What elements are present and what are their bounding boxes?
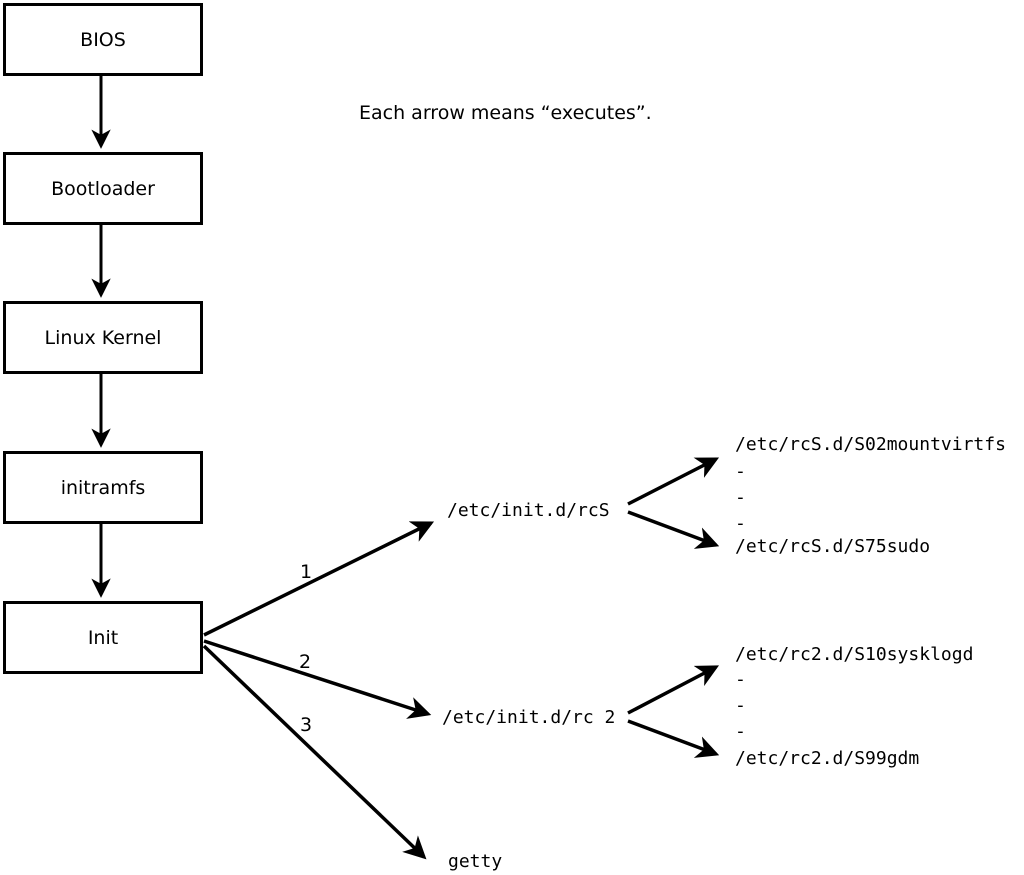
label-getty: getty (448, 851, 503, 872)
rcs-ellipsis: - - - (735, 461, 746, 534)
label-etc-init-d-rcs: /etc/init.d/rcS (447, 500, 610, 521)
box-initramfs: initramfs (3, 451, 203, 524)
box-linux-kernel: Linux Kernel (3, 301, 203, 374)
box-linux-kernel-label: Linux Kernel (44, 326, 162, 349)
rc2-ellipsis: - - - (735, 669, 746, 742)
rcs-ellipsis-dash: - (735, 513, 746, 534)
box-bios-label: BIOS (80, 28, 126, 51)
label-rcs-last-script: /etc/rcS.d/S75sudo (735, 536, 931, 557)
box-init: Init (3, 601, 203, 674)
branch-order-1: 1 (299, 561, 313, 583)
arrow-init-to-rcs (203, 521, 435, 637)
box-init-label: Init (87, 626, 119, 649)
box-bios: BIOS (3, 3, 203, 76)
rc2-ellipsis-dash: - (735, 721, 746, 742)
arrow-rc2-to-s10 (627, 665, 720, 715)
box-initramfs-label: initramfs (60, 476, 146, 499)
rc2-ellipsis-dash: - (735, 695, 746, 716)
branch-order-3: 3 (299, 714, 313, 736)
arrow-rcs-to-s75 (627, 510, 720, 549)
arrow-rcs-to-s02 (627, 457, 720, 506)
rcs-ellipsis-dash: - (735, 487, 746, 508)
label-rc2-first-script: /etc/rc2.d/S10sysklogd (735, 644, 974, 665)
rcs-ellipsis-dash: - (735, 461, 746, 482)
label-etc-init-d-rc2: /etc/init.d/rc 2 (442, 707, 616, 728)
label-rcs-first-script: /etc/rcS.d/S02mountvirtfs (735, 434, 1006, 455)
arrow-init-to-rc2 (203, 639, 432, 719)
diagram-caption: Each arrow means “executes”. (359, 102, 652, 124)
branch-order-2: 2 (298, 651, 312, 673)
rc2-ellipsis-dash: - (735, 669, 746, 690)
box-bootloader-label: Bootloader (51, 177, 155, 200)
box-bootloader: Bootloader (3, 152, 203, 225)
label-rc2-last-script: /etc/rc2.d/S99gdm (735, 748, 920, 769)
arrow-init-to-getty (202, 644, 427, 860)
arrow-rc2-to-s99 (627, 719, 720, 758)
